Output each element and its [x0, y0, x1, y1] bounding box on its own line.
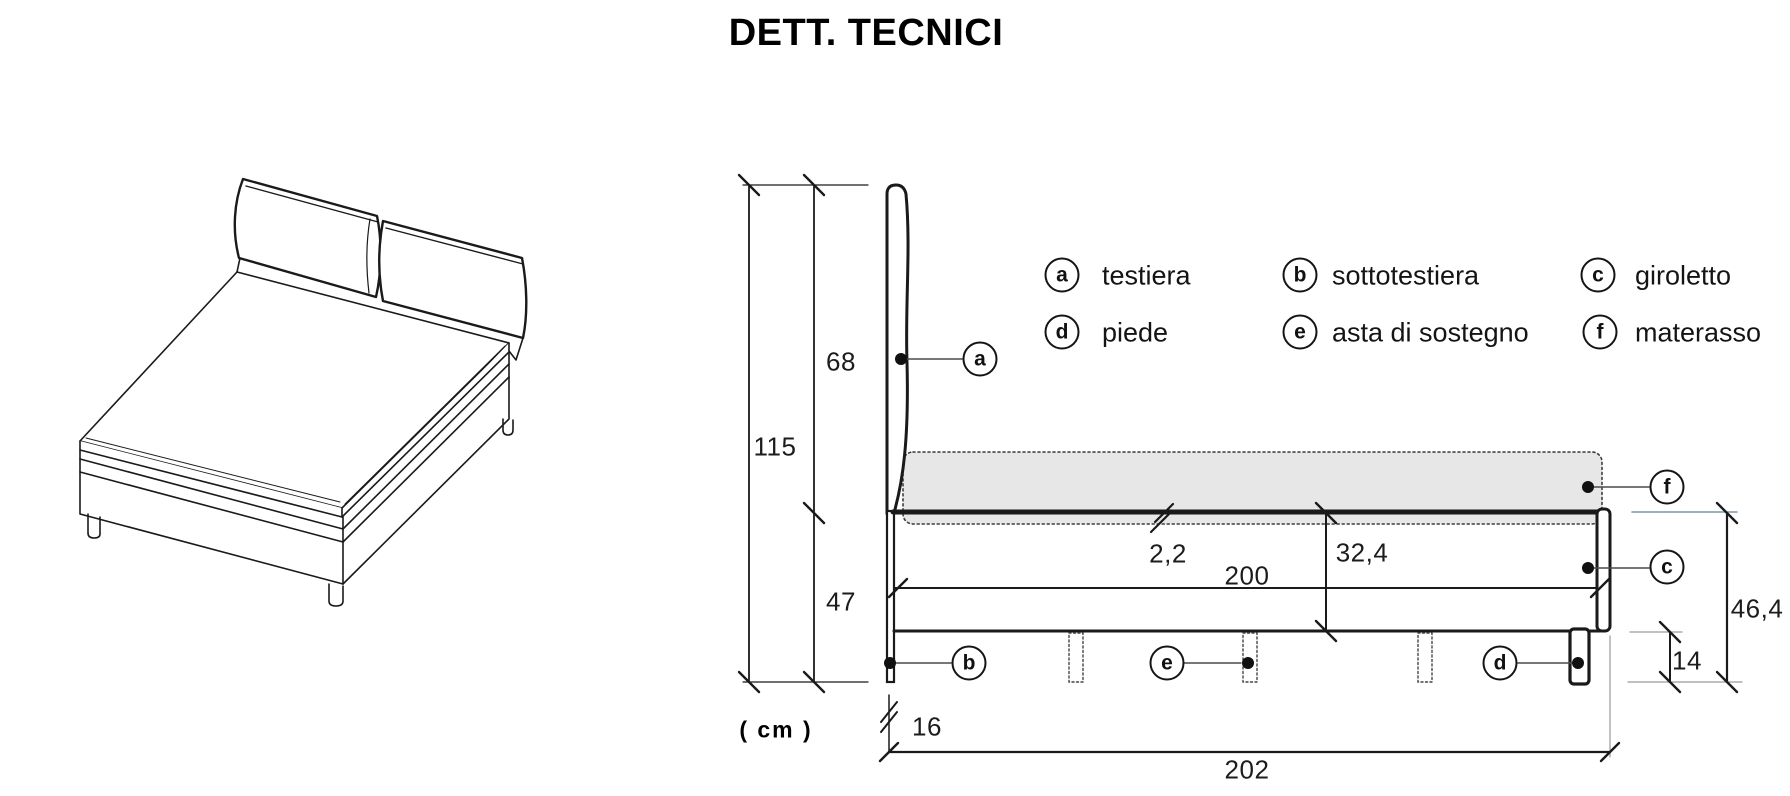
legend-label-giroletto: giroletto [1635, 260, 1732, 291]
legend-circle-a: a [1044, 257, 1080, 293]
iso-base [79, 351, 510, 585]
units-label: ( cm ) [739, 716, 813, 743]
support-rod-shapes [1068, 632, 1433, 683]
callout-circle-d: d [1482, 645, 1518, 681]
iso-mattress [79, 271, 510, 518]
dim-200-label: 200 [1224, 560, 1270, 591]
page-title: DETT. TECNICI [728, 12, 1004, 54]
dim-202-label: 202 [1224, 754, 1270, 785]
dim-2-2-label: 2,2 [1149, 538, 1187, 569]
legend-label-piede: piede [1102, 317, 1169, 348]
dim-14-label: 14 [1672, 645, 1702, 676]
legend-circle-c: c [1580, 257, 1616, 293]
dim-68-label: 68 [826, 346, 856, 377]
callout-circle-e: e [1149, 645, 1185, 681]
legend-label-sottotestiera: sottotestiera [1332, 260, 1480, 291]
iso-headboard-panel [236, 257, 524, 361]
callout-circle-f: f [1649, 469, 1685, 505]
mattress-shape [902, 451, 1603, 525]
iso-headboard-cushions [233, 177, 528, 340]
iso-legs [87, 418, 514, 607]
legend-circle-d: d [1044, 314, 1080, 350]
legend-label-asta-di-sostegno: asta di sostegno [1332, 317, 1529, 348]
callout-leaders [895, 358, 1650, 664]
dim-200-ticks [887, 577, 1611, 599]
side-view-diagram [737, 173, 1743, 763]
dim-46-4 [1627, 501, 1743, 694]
dim-32-4-label: 32,4 [1335, 537, 1389, 568]
callout-dots [884, 353, 1594, 669]
frame-shape [890, 507, 1612, 633]
dim-47-label: 47 [826, 586, 856, 617]
headboard-shape [885, 183, 910, 515]
dim-115-label: 115 [753, 431, 797, 462]
dim-46-4-label: 46,4 [1730, 593, 1784, 624]
legend-circle-f: f [1582, 314, 1618, 350]
dim-32-4 [1314, 501, 1338, 643]
dim-16 [880, 694, 898, 753]
dim-16-label: 16 [912, 711, 942, 742]
callout-circle-c: c [1649, 549, 1685, 585]
dim-14 [1629, 620, 1683, 694]
left-dimension-lines [737, 173, 869, 694]
dim-2-2-ticks [1149, 502, 1175, 534]
legend-label-materasso: materasso [1635, 317, 1762, 348]
foot-shape [1568, 627, 1591, 686]
callout-circle-b: b [951, 645, 987, 681]
legend-circle-b: b [1282, 257, 1318, 293]
callout-circle-a: a [962, 341, 998, 377]
legend-label-testiera: testiera [1102, 260, 1191, 291]
legend-circle-e: e [1282, 314, 1318, 350]
iso-bed-illustration [79, 177, 528, 607]
